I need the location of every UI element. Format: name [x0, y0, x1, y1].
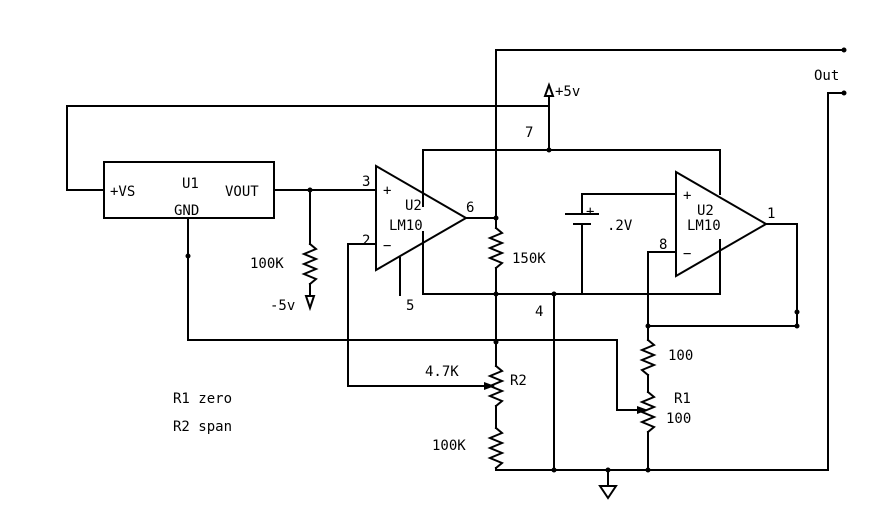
wire-ground-return [495, 92, 845, 471]
rail-top [422, 149, 721, 207]
r1-value-label: 100 [666, 411, 691, 427]
u2b-opamp [675, 170, 768, 278]
junction [546, 147, 552, 153]
u2a-ref: U2 [405, 198, 422, 214]
note-r2: R2 span [173, 419, 232, 435]
resistor-r1-pot [639, 390, 657, 434]
out-label: Out [814, 68, 839, 84]
r-100k-top-label: 100K [250, 256, 284, 272]
u2b-minus: − [683, 246, 691, 262]
u2b-pin8: 8 [659, 237, 667, 253]
junction [185, 253, 191, 259]
u2a-part: LM10 [389, 218, 423, 234]
out-terminal [841, 47, 847, 53]
resistor-150k [487, 226, 505, 270]
u1-pin-gnd: GND [174, 203, 199, 219]
r2-label: R2 [510, 373, 527, 389]
r-4k7-label: 4.7K [425, 364, 459, 380]
u2a-minus: − [383, 238, 391, 254]
u2b-plus: + [683, 188, 691, 204]
wire-battery-plus [581, 193, 677, 213]
junction [493, 291, 499, 297]
neg-supply-label: -5v [270, 298, 295, 314]
u2a-pin7: 7 [525, 125, 533, 141]
u2a-pin6: 6 [466, 200, 474, 216]
r1-label: R1 [674, 391, 691, 407]
u1-ref: U1 [182, 176, 199, 192]
r-100-label: 100 [668, 348, 693, 364]
junction [794, 323, 800, 329]
out-terminal [841, 90, 847, 96]
u1-pin-vs: +VS [110, 184, 135, 200]
u2b-part: LM10 [687, 218, 721, 234]
junction [551, 291, 557, 297]
pos-supply-label: +5v [555, 84, 580, 100]
u2a-pin4: 4 [535, 304, 543, 320]
note-r1: R1 zero [173, 391, 232, 407]
u2b-pin1: 1 [767, 206, 775, 222]
pos-supply-arrow [543, 82, 555, 97]
wire-out-top [495, 49, 845, 229]
resistor-r2-pot [487, 364, 505, 408]
resistor-100k-bottom [487, 426, 505, 470]
u2a-pin3: 3 [362, 174, 370, 190]
r-150k-label: 150K [512, 251, 546, 267]
ground-icon [598, 485, 618, 500]
u2a-opamp [375, 164, 468, 272]
neg-supply-arrow [304, 295, 316, 312]
u2a-plus: + [383, 183, 391, 199]
u1-pin-vout: VOUT [225, 184, 259, 200]
resistor-100k-top [301, 242, 319, 286]
wire-vs-feed [66, 105, 550, 191]
wire-pin2-feedback [347, 243, 486, 387]
wire-pin8 [647, 251, 677, 341]
r-100k-bottom-label: 100K [432, 438, 466, 454]
wire-pin1-out [647, 223, 798, 327]
junction [794, 309, 800, 315]
rail-bottom [422, 231, 721, 295]
battery-value: .2V [607, 218, 633, 234]
junction [645, 323, 651, 329]
battery-plus: + [586, 204, 594, 220]
u2b-ref: U2 [697, 203, 714, 219]
wire-u1-gnd [187, 217, 641, 411]
u2a-pin2: 2 [362, 233, 370, 249]
u2a-pin5: 5 [406, 298, 414, 314]
resistor-100 [639, 338, 657, 377]
